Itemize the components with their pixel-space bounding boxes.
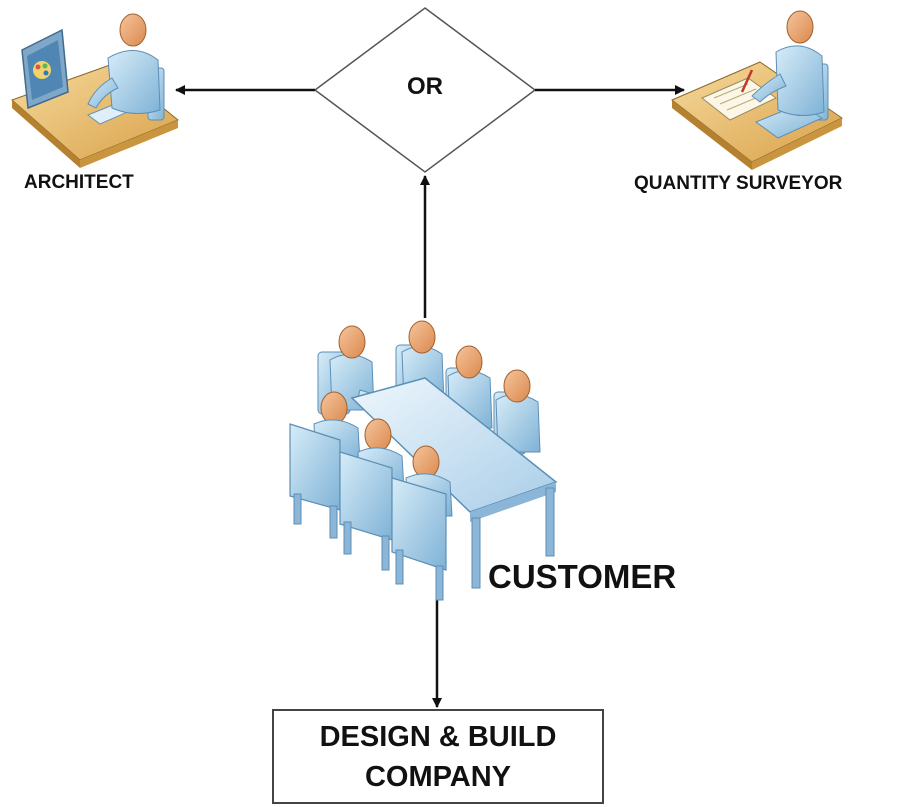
- design-build-company-box: DESIGN & BUILD COMPANY: [272, 709, 604, 804]
- or-label: OR: [407, 73, 443, 100]
- quantity-surveyor-label: QUANTITY SURVEYOR: [634, 173, 843, 194]
- or-decision-diamond: [313, 7, 537, 173]
- company-label-line-2: COMPANY: [364, 761, 512, 793]
- surveyor-at-desk-icon: [671, 10, 843, 170]
- company-label-line-1: DESIGN & BUILD: [319, 721, 557, 753]
- architect-label: ARCHITECT: [24, 172, 134, 193]
- meeting-table-people-icon: [289, 320, 558, 601]
- customer-label: CUSTOMER: [488, 558, 677, 595]
- architect-at-desk-icon: [11, 13, 179, 168]
